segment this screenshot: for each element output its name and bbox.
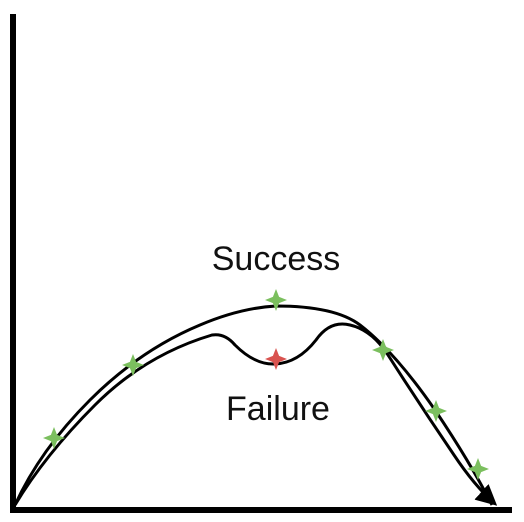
success-marker-star bbox=[122, 354, 144, 376]
success-label: Success bbox=[212, 240, 341, 278]
success-marker-star bbox=[265, 289, 287, 311]
success-marker-star bbox=[425, 400, 447, 422]
failure-label: Failure bbox=[226, 390, 330, 428]
success-marker-star bbox=[467, 458, 489, 480]
marker-layer bbox=[43, 289, 489, 480]
failure-marker-star bbox=[265, 348, 287, 370]
failure-path bbox=[13, 322, 498, 506]
success-marker-star bbox=[372, 339, 394, 361]
success-marker-star bbox=[43, 427, 65, 449]
